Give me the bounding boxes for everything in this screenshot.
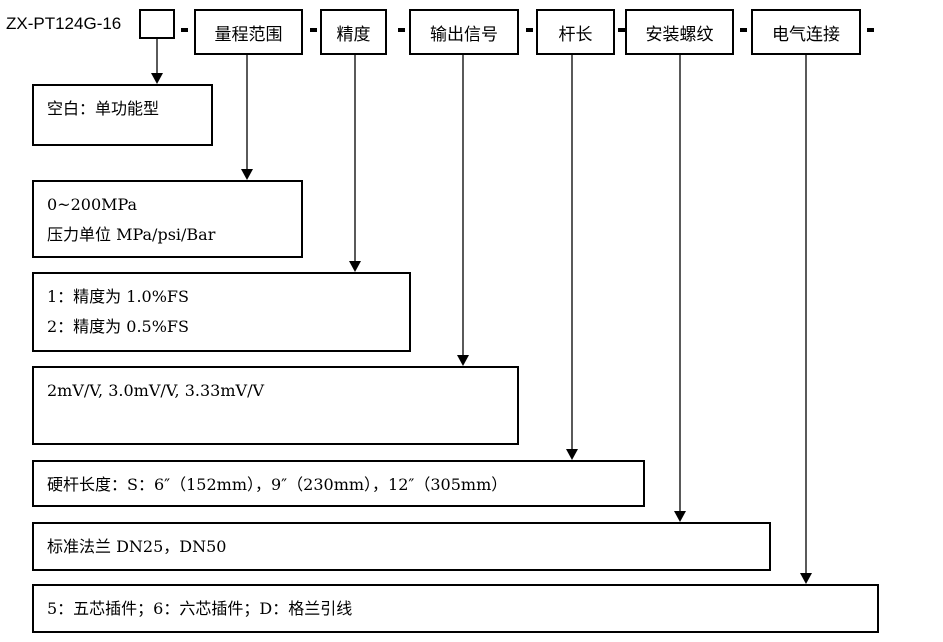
arrow-head-rod-length	[566, 449, 578, 460]
model-code: ZX-PT124G-16	[6, 14, 122, 33]
separator-dash	[526, 28, 533, 32]
option-electrical: 5：五芯插件；6：六芯插件；D：格兰引线	[32, 584, 879, 633]
header-rod-length-label: 杆长	[558, 24, 593, 45]
function-code-box	[139, 9, 175, 39]
option-rod-length-line: 硬杆长度：S：6″（152mm），9″（230mm），12″（305mm）	[47, 475, 508, 494]
option-output: 2mV/V, 3.0mV/V, 3.33mV/V	[32, 366, 519, 445]
header-output-label: 输出信号	[430, 24, 498, 45]
arrow-head-range	[241, 169, 253, 180]
option-range-line: 0~200MPa	[47, 195, 138, 214]
header-thread-label: 安装螺纹	[645, 24, 714, 45]
header-accuracy-label: 精度	[336, 24, 371, 45]
header-electrical-label: 电气连接	[772, 24, 840, 45]
option-accuracy-line: 1：精度为 1.0%FS	[47, 287, 189, 306]
option-rod-length: 硬杆长度：S：6″（152mm），9″（230mm），12″（305mm）	[32, 460, 645, 507]
arrow-head-output	[457, 355, 469, 366]
option-function-line: 空白：单功能型	[47, 99, 160, 118]
separator-dash	[398, 28, 405, 32]
option-accuracy-line: 2：精度为 0.5%FS	[47, 317, 189, 336]
header-rod-length: 杆长	[536, 9, 615, 55]
header-range-label: 量程范围	[214, 24, 283, 45]
header-range: 量程范围	[194, 9, 303, 55]
option-electrical-line: 5：五芯插件；6：六芯插件；D：格兰引线	[47, 599, 353, 618]
arrow-head-thread	[674, 511, 686, 522]
option-accuracy: 1：精度为 1.0%FS 2：精度为 0.5%FS	[32, 272, 411, 352]
option-output-line: 2mV/V, 3.0mV/V, 3.33mV/V	[47, 381, 265, 400]
option-range: 0~200MPa 压力单位 MPa/psi/Bar	[32, 180, 303, 258]
separator-dash	[867, 28, 874, 32]
arrow-head-function	[151, 73, 163, 84]
separator-dash	[181, 28, 188, 32]
header-output: 输出信号	[409, 9, 519, 55]
separator-dash	[618, 28, 625, 32]
header-electrical: 电气连接	[751, 9, 861, 55]
arrow-head-accuracy	[349, 261, 361, 272]
option-thread-line: 标准法兰 DN25，DN50	[47, 537, 227, 556]
header-thread: 安装螺纹	[625, 9, 734, 55]
separator-dash	[740, 28, 747, 32]
arrow-head-electrical	[800, 573, 812, 584]
option-range-line: 压力单位 MPa/psi/Bar	[47, 225, 216, 244]
header-accuracy: 精度	[320, 9, 387, 55]
separator-dash	[310, 28, 317, 32]
option-function: 空白：单功能型	[32, 84, 213, 146]
option-thread: 标准法兰 DN25，DN50	[32, 522, 771, 571]
